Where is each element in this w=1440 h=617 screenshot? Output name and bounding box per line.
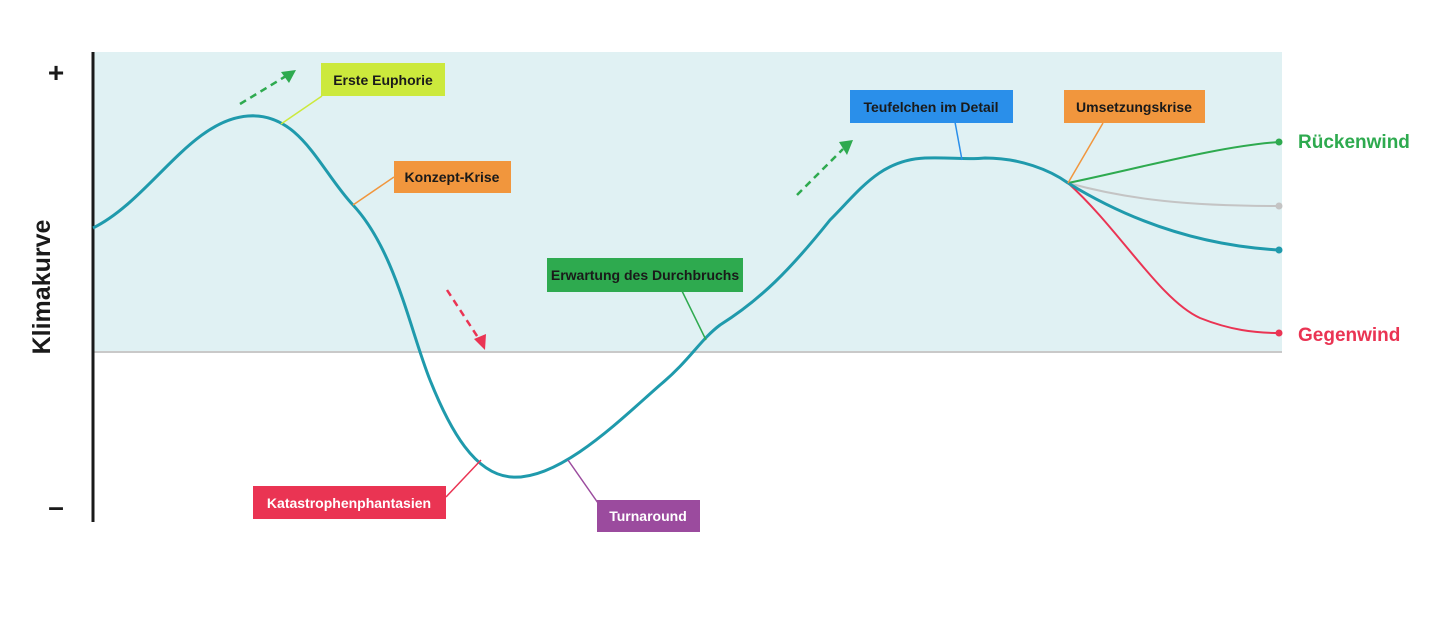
svg-text:Katastrophenphantasien: Katastrophenphantasien xyxy=(267,495,431,511)
phase-box-turnaround: Turnaround xyxy=(597,500,700,532)
svg-text:Konzept-Krise: Konzept-Krise xyxy=(405,169,500,185)
endpoint-tailwind xyxy=(1275,138,1283,146)
outcome-label-gegenwind: Gegenwind xyxy=(1298,325,1400,346)
svg-text:Teufelchen im Detail: Teufelchen im Detail xyxy=(863,99,998,115)
endpoint-neutral xyxy=(1275,202,1283,210)
leader-konzept-krise xyxy=(352,176,395,206)
trend-arrow-up-2 xyxy=(796,140,853,196)
climate-curve xyxy=(92,114,1069,479)
leader-teufelchen xyxy=(954,121,963,161)
phase-box-konzept-krise: Konzept-Krise xyxy=(394,161,511,193)
leader-katastrophen xyxy=(445,459,482,498)
branch-neutral xyxy=(1067,182,1280,207)
svg-text:Erste Euphorie: Erste Euphorie xyxy=(333,72,433,88)
phase-box-teufelchen-im-detail: Teufelchen im Detail xyxy=(850,90,1013,123)
svg-text:Turnaround: Turnaround xyxy=(609,508,687,524)
y-axis-title: Klimakurve xyxy=(28,220,56,355)
y-axis-minus: – xyxy=(48,491,64,522)
leader-umsetzungskrise xyxy=(1067,122,1104,184)
phase-box-umsetzungskrise: Umsetzungskrise xyxy=(1064,90,1205,123)
leader-erste-euphorie xyxy=(280,95,323,125)
branch-tailwind xyxy=(1067,141,1280,184)
outcome-label-rueckenwind: Rückenwind xyxy=(1298,132,1410,153)
branch-main xyxy=(1067,181,1280,252)
svg-text:Umsetzungskrise: Umsetzungskrise xyxy=(1076,99,1192,115)
branch-headwind xyxy=(1067,182,1280,334)
phase-box-erste-euphorie: Erste Euphorie xyxy=(321,63,445,96)
phase-box-katastrophenphantasien: Katastrophenphantasien xyxy=(253,486,446,519)
trend-arrow-up-1 xyxy=(239,70,296,106)
leader-durchbruch xyxy=(681,290,707,341)
endpoint-headwind xyxy=(1275,329,1283,337)
y-axis-plus: + xyxy=(48,57,64,88)
phase-box-erwartung-des-durchbruchs: Erwartung des Durchbruchs xyxy=(547,258,743,292)
endpoint-main xyxy=(1275,246,1283,254)
trend-arrow-down xyxy=(445,289,486,350)
leader-turnaround xyxy=(567,459,599,504)
svg-text:Erwartung des Durchbruchs: Erwartung des Durchbruchs xyxy=(551,267,739,283)
